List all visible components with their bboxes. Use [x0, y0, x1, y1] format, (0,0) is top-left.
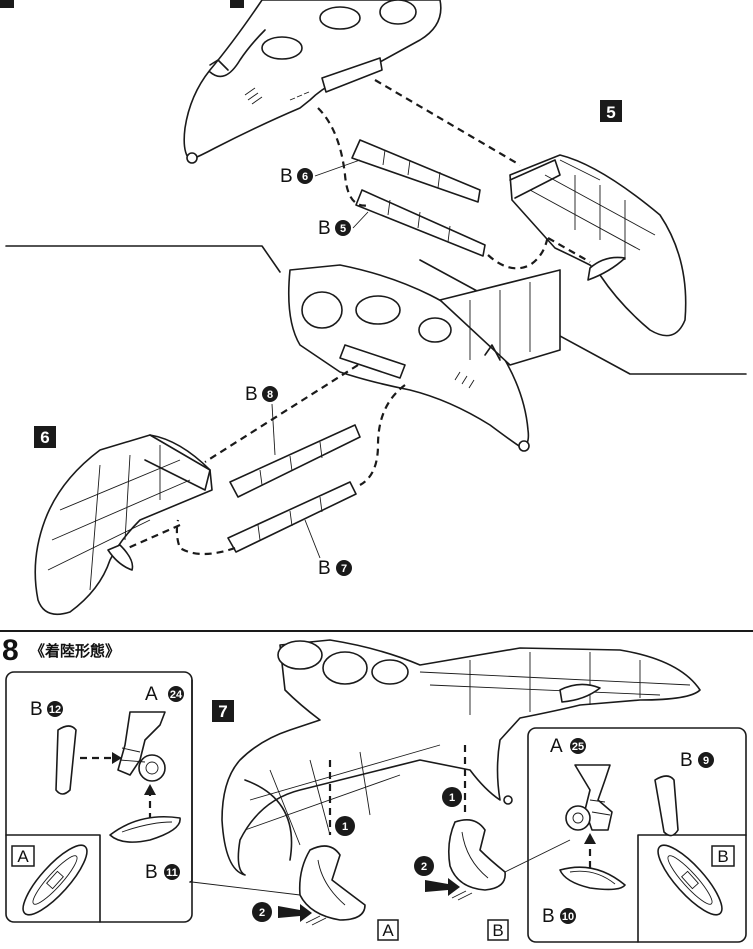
assembled-door-b	[448, 819, 506, 891]
callout-b8: B 8	[245, 384, 278, 456]
guide-line	[359, 384, 406, 486]
svg-text:1: 1	[342, 821, 348, 833]
step-order-1-right: 1	[442, 787, 462, 807]
fuselage-upper	[183, 0, 442, 164]
svg-text:B: B	[680, 750, 693, 771]
right-inset: B	[527, 727, 747, 943]
svg-text:10: 10	[562, 911, 574, 923]
svg-text:A: A	[550, 736, 563, 757]
guide-line	[317, 107, 371, 207]
arrow-head	[584, 833, 596, 844]
inset-label-a: A	[17, 847, 29, 866]
svg-text:B: B	[145, 862, 158, 883]
section-divider	[5, 245, 281, 273]
svg-text:B: B	[30, 699, 43, 720]
step6-number: 6	[40, 428, 49, 447]
assembled-door-a	[298, 845, 366, 921]
part-b5-flap	[355, 189, 486, 257]
left-inset: A	[5, 671, 193, 923]
step8-panel: 8 《着陸形態》 A B 12	[2, 634, 747, 943]
step6-badge: 6	[34, 426, 56, 448]
connector-line	[504, 839, 571, 873]
arrow-head	[112, 752, 122, 764]
part-b9	[654, 775, 679, 837]
svg-text:B: B	[318, 218, 331, 239]
svg-text:8: 8	[267, 389, 273, 401]
callout-b5: B 5	[318, 211, 369, 239]
aircraft-landing-mode	[221, 639, 701, 876]
svg-text:9: 9	[703, 755, 709, 767]
svg-text:5: 5	[340, 223, 346, 235]
wing-step5	[509, 154, 687, 337]
callout-a25: A 25	[550, 736, 586, 757]
svg-text:24: 24	[170, 689, 183, 701]
wing-step6	[34, 434, 213, 616]
result-label-b: B	[487, 919, 509, 941]
svg-text:2: 2	[421, 861, 427, 873]
step5-number: 5	[606, 103, 615, 122]
part-b11-door	[109, 815, 181, 843]
step-order-2-left: 2	[252, 902, 327, 926]
callout-b10: B 10	[542, 906, 576, 927]
callout-b6: B 6	[280, 159, 361, 187]
guide-line	[175, 519, 236, 556]
inset-label-b: B	[717, 847, 728, 866]
svg-text:B: B	[280, 166, 293, 187]
svg-text:11: 11	[166, 867, 178, 879]
part-b7-flap	[227, 481, 357, 553]
step8-number: 8	[2, 634, 19, 667]
svg-text:A: A	[382, 921, 394, 940]
callout-b11: B 11	[145, 862, 180, 883]
step5-panel: 5 B 6	[0, 0, 687, 337]
step-order-1-left: 1	[335, 816, 355, 836]
svg-text:B: B	[492, 921, 503, 940]
guide-line	[127, 523, 181, 550]
svg-text:A: A	[145, 684, 158, 705]
part-b8-flap	[229, 424, 361, 498]
svg-text:1: 1	[449, 792, 455, 804]
connector-line	[191, 881, 301, 896]
arrow-head	[144, 784, 156, 795]
guide-line	[204, 364, 359, 463]
callout-b9: B 9	[680, 750, 714, 771]
guide-line	[487, 234, 550, 270]
svg-text:B: B	[318, 558, 331, 579]
callout-a24: A 24	[145, 684, 184, 705]
part-b10-door	[559, 866, 626, 891]
svg-text:6: 6	[302, 171, 308, 183]
part-a25-gear	[565, 764, 613, 831]
step7-number: 7	[218, 702, 227, 721]
callout-b12: B 12	[30, 699, 63, 720]
fuselage-middle	[287, 264, 561, 452]
guide-line	[374, 79, 521, 166]
step-marker-partial	[0, 0, 14, 8]
svg-text:7: 7	[341, 563, 347, 575]
svg-text:B: B	[245, 384, 258, 405]
callout-b7: B 7	[304, 519, 352, 579]
step6-panel: 6 B 8	[34, 264, 561, 616]
step5-badge: 5	[600, 100, 622, 122]
svg-text:12: 12	[49, 704, 61, 716]
section8-title: 《着陸形態》	[30, 642, 120, 660]
step7-badge: 7	[212, 700, 234, 722]
svg-text:2: 2	[259, 907, 265, 919]
part-b6-flap	[351, 139, 481, 203]
step-marker-partial-2	[230, 0, 244, 8]
part-b12	[55, 725, 77, 795]
svg-text:B: B	[542, 906, 555, 927]
step-order-2-right: 2	[414, 856, 473, 901]
result-label-a: A	[377, 919, 399, 941]
part-a24-gear	[117, 711, 166, 782]
svg-text:25: 25	[572, 741, 584, 753]
guide-line	[547, 237, 591, 263]
